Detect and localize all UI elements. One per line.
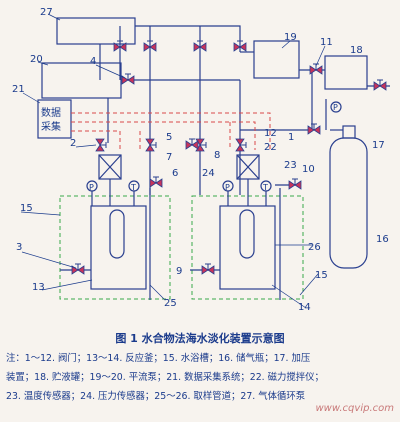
label-11: 11 [320, 37, 333, 48]
gauge-p-right: P [225, 183, 230, 192]
gas-cylinder-16 [329, 137, 368, 269]
data-box-line2: 采集 [41, 120, 61, 133]
label-22: 22 [264, 142, 277, 153]
label-5: 5 [166, 132, 172, 143]
label-17: 17 [372, 140, 385, 151]
gauge-p-top: P [333, 103, 338, 112]
pressure-gauge-top [330, 101, 342, 113]
data-box-line1: 数据 [41, 106, 61, 119]
signal-lines [71, 112, 271, 150]
label-8: 8 [214, 150, 220, 161]
part-labels: 27 20 4 19 11 18 21 数据 采集 2 5 7 8 12 22 … [12, 7, 389, 313]
water-bath-left [59, 195, 171, 300]
label-15-left: 15 [20, 203, 33, 214]
label-10: 10 [302, 164, 315, 175]
note-line: 23. 温度传感器；24. 压力传感器；25～26. 取样管道；27. 气体循环… [6, 391, 306, 402]
label-15-right: 15 [315, 270, 328, 281]
label-12: 12 [264, 128, 277, 139]
label-25: 25 [164, 298, 177, 309]
label-9: 9 [176, 266, 182, 277]
label-23: 23 [284, 160, 297, 171]
gas-circulation-pump-27 [56, 17, 136, 45]
label-21: 21 [12, 84, 25, 95]
constant-flow-pump-20 [41, 62, 122, 99]
figure-caption: 图 1 水合物法海水淡化装置示意图 [115, 332, 285, 345]
constant-flow-pump-19 [253, 40, 300, 79]
water-baths [59, 195, 304, 300]
leader-lines [20, 13, 326, 309]
label-14: 14 [298, 302, 311, 313]
label-18: 18 [350, 45, 363, 56]
gauge-t-right: T [262, 183, 268, 192]
label-27: 27 [40, 7, 53, 18]
label-7: 7 [166, 152, 172, 163]
note-line: 装置；18. 贮液罐；19～20. 平流泵；21. 数据采集系统；22. 磁力搅… [6, 372, 324, 383]
label-24: 24 [202, 168, 215, 179]
storage-tank-18 [324, 55, 368, 90]
note-line: 注：1～12. 阀门；13～14. 反应釜；15. 水浴槽；16. 储气瓶；17… [6, 353, 311, 364]
watermark: www.cqvip.com [315, 403, 394, 414]
gauge-t-left: T [130, 183, 136, 192]
label-6: 6 [172, 168, 178, 179]
label-20: 20 [30, 54, 43, 65]
reactor-14 [219, 205, 276, 290]
water-bath-right [191, 195, 304, 300]
reactors [60, 101, 342, 300]
label-26: 26 [308, 242, 321, 253]
label-3: 3 [16, 242, 22, 253]
label-13: 13 [32, 282, 45, 293]
label-19: 19 [284, 32, 297, 43]
reactor-13 [90, 205, 147, 290]
label-4: 4 [90, 56, 96, 67]
label-1: 1 [288, 132, 294, 143]
label-2: 2 [70, 138, 76, 149]
data-acquisition-21 [37, 99, 72, 139]
label-16: 16 [376, 234, 389, 245]
gauge-p-left: P [89, 183, 94, 192]
figure-notes: 注：1～12. 阀门；13～14. 反应釜；15. 水浴槽；16. 储气瓶；17… [6, 349, 398, 406]
